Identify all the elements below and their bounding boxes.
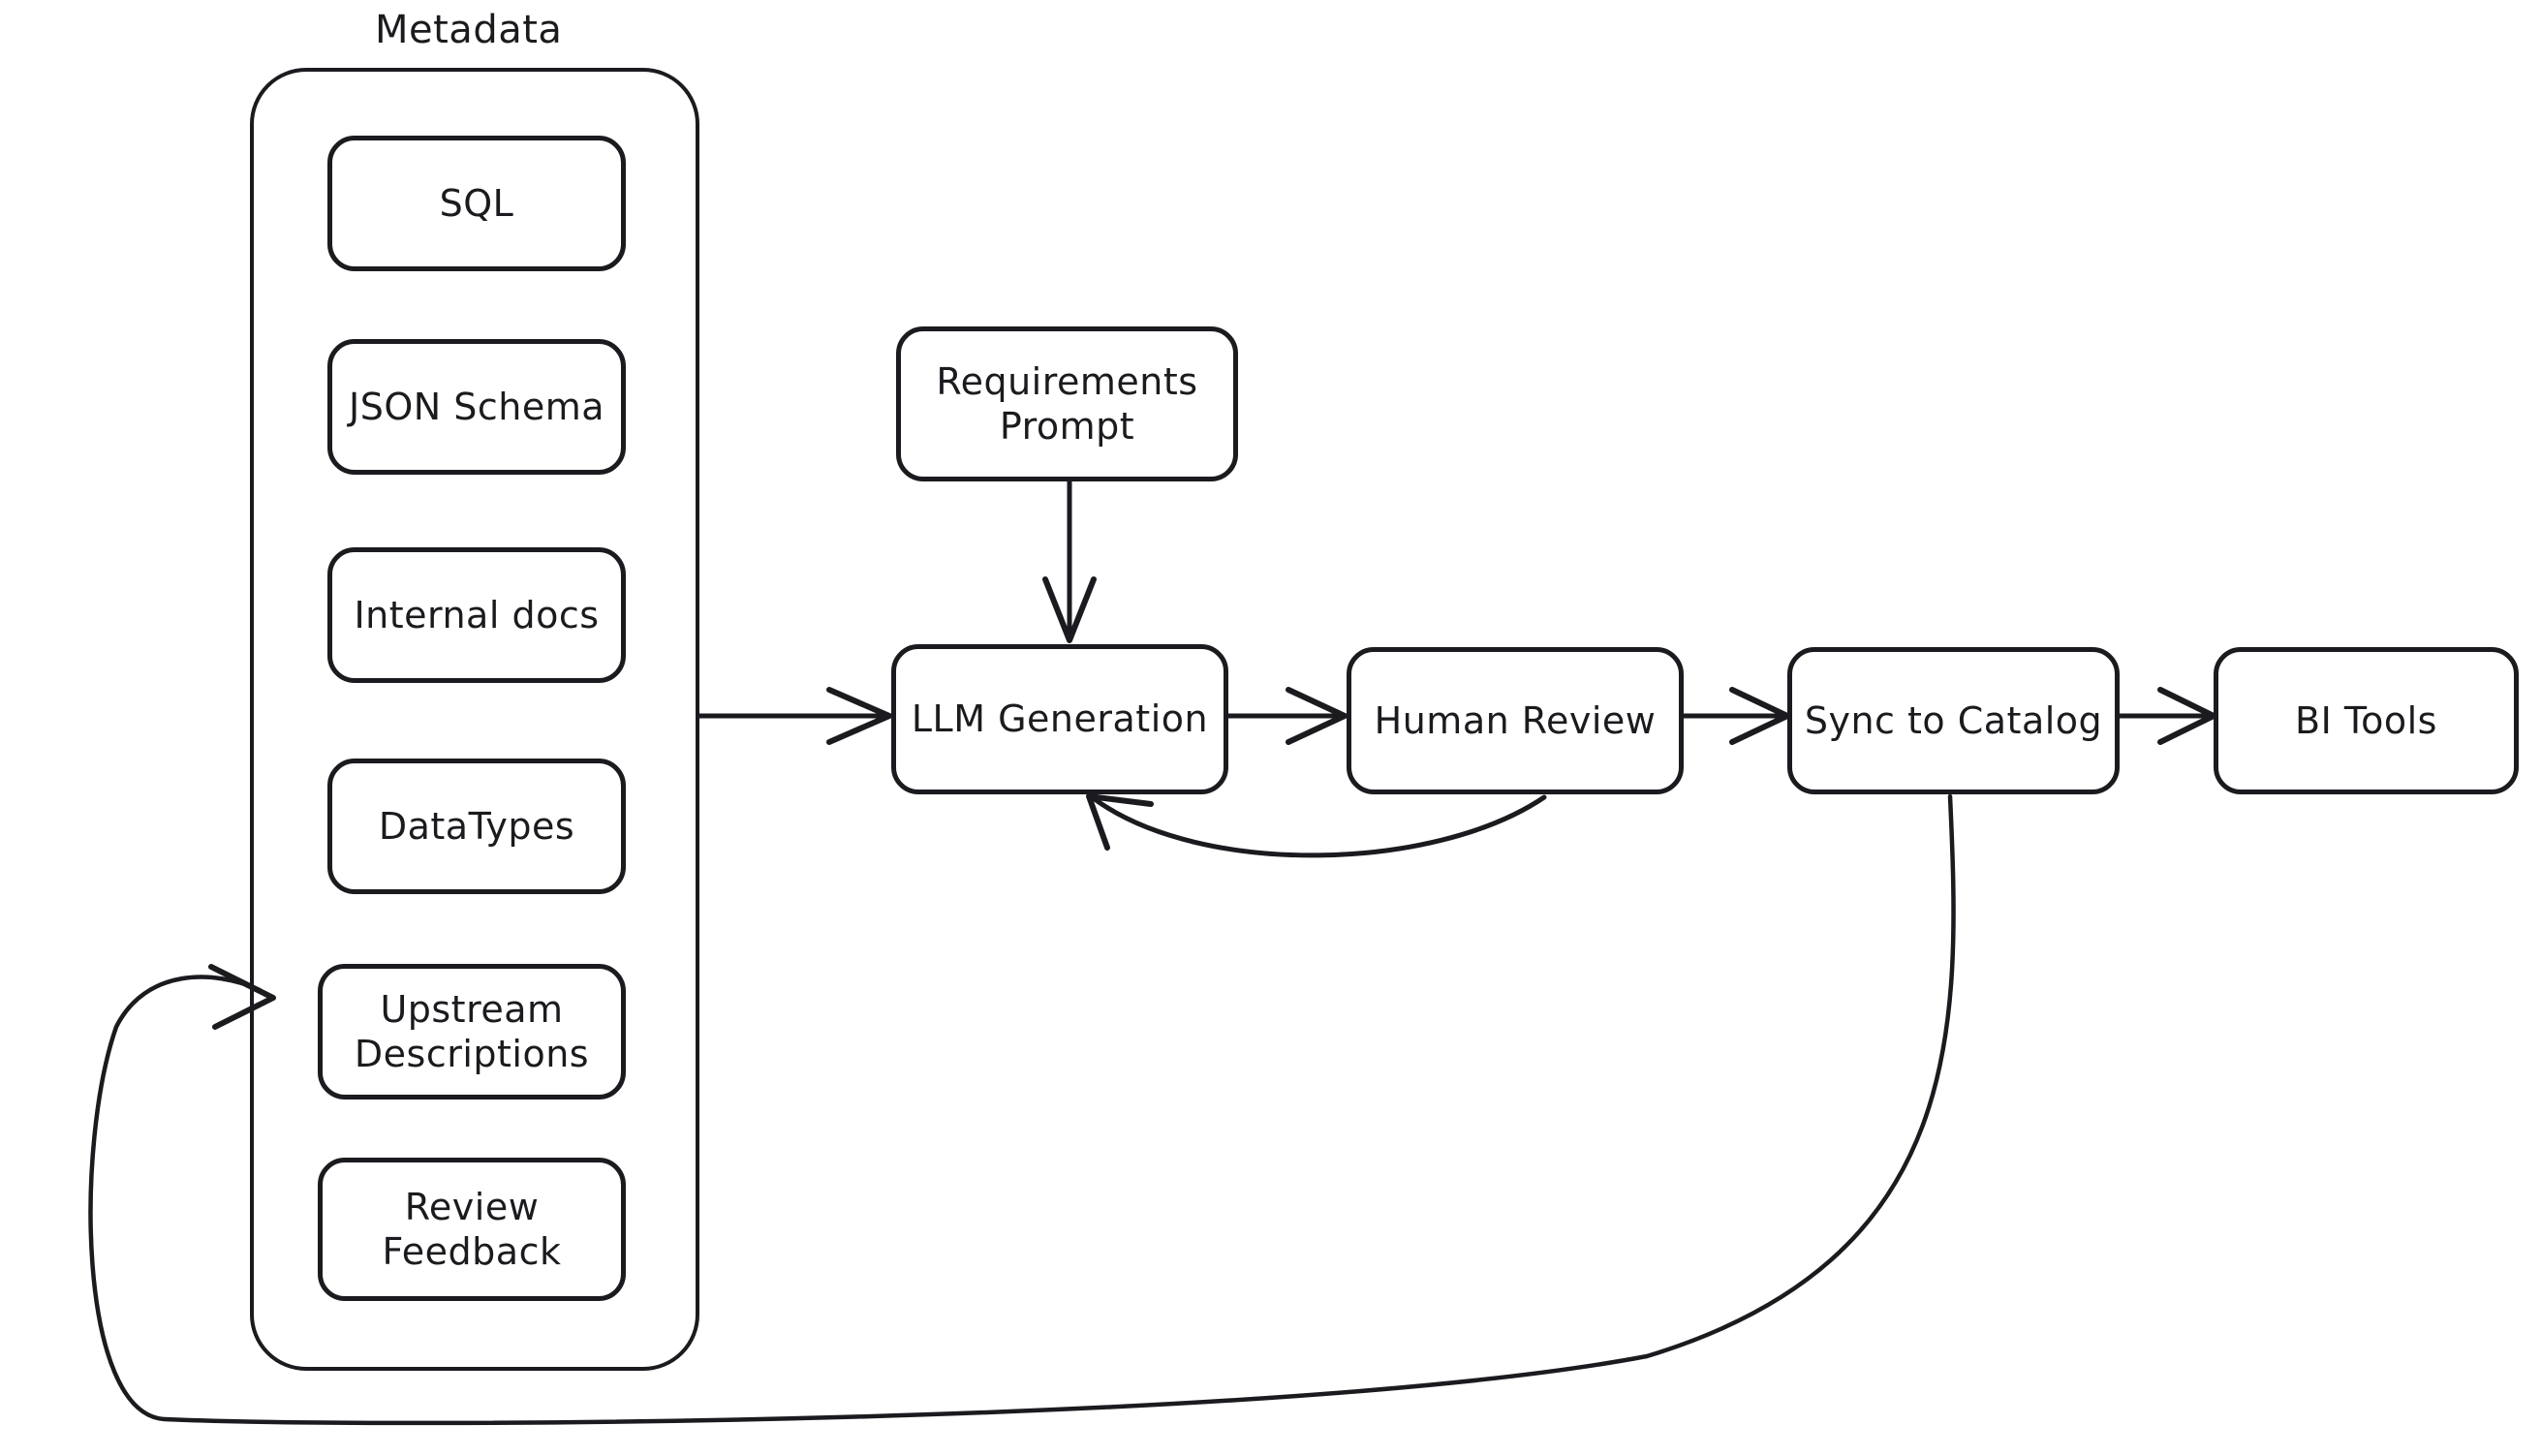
node-requirements-prompt-label: Requirements Prompt bbox=[936, 359, 1198, 448]
metadata-item-review-feedback-label: Review Feedback bbox=[382, 1185, 562, 1273]
metadata-item-sql[interactable]: SQL bbox=[327, 136, 626, 271]
metadata-item-json-schema-label: JSON Schema bbox=[348, 385, 605, 428]
node-human-review-label: Human Review bbox=[1374, 698, 1657, 742]
node-llm-generation[interactable]: LLM Generation bbox=[891, 644, 1228, 794]
metadata-item-sql-label: SQL bbox=[439, 181, 514, 225]
metadata-item-upstream-descriptions[interactable]: Upstream Descriptions bbox=[318, 964, 626, 1100]
edge-metadata-to-llm bbox=[697, 687, 892, 745]
metadata-item-internal-docs-label: Internal docs bbox=[354, 593, 600, 636]
metadata-group-label: Metadata bbox=[375, 8, 563, 52]
edge-review-to-sync bbox=[1681, 687, 1790, 745]
metadata-item-review-feedback[interactable]: Review Feedback bbox=[318, 1158, 626, 1301]
node-sync-to-catalog[interactable]: Sync to Catalog bbox=[1787, 647, 2120, 794]
metadata-item-datatypes[interactable]: DataTypes bbox=[327, 759, 626, 894]
edge-sync-to-bi bbox=[2117, 687, 2216, 745]
metadata-item-internal-docs[interactable]: Internal docs bbox=[327, 547, 626, 683]
node-sync-to-catalog-label: Sync to Catalog bbox=[1804, 698, 2103, 742]
edge-requirements-to-llm bbox=[1042, 479, 1097, 643]
metadata-item-json-schema[interactable]: JSON Schema bbox=[327, 339, 626, 475]
metadata-item-datatypes-label: DataTypes bbox=[378, 804, 575, 848]
node-bi-tools-label: BI Tools bbox=[2295, 698, 2437, 742]
node-human-review[interactable]: Human Review bbox=[1347, 647, 1684, 794]
node-requirements-prompt[interactable]: Requirements Prompt bbox=[896, 326, 1238, 481]
edge-review-back-to-llm bbox=[1086, 793, 1547, 858]
metadata-item-upstream-descriptions-label: Upstream Descriptions bbox=[354, 987, 590, 1075]
node-llm-generation-label: LLM Generation bbox=[911, 697, 1209, 741]
node-bi-tools[interactable]: BI Tools bbox=[2214, 647, 2519, 794]
edge-llm-to-review bbox=[1225, 687, 1348, 745]
